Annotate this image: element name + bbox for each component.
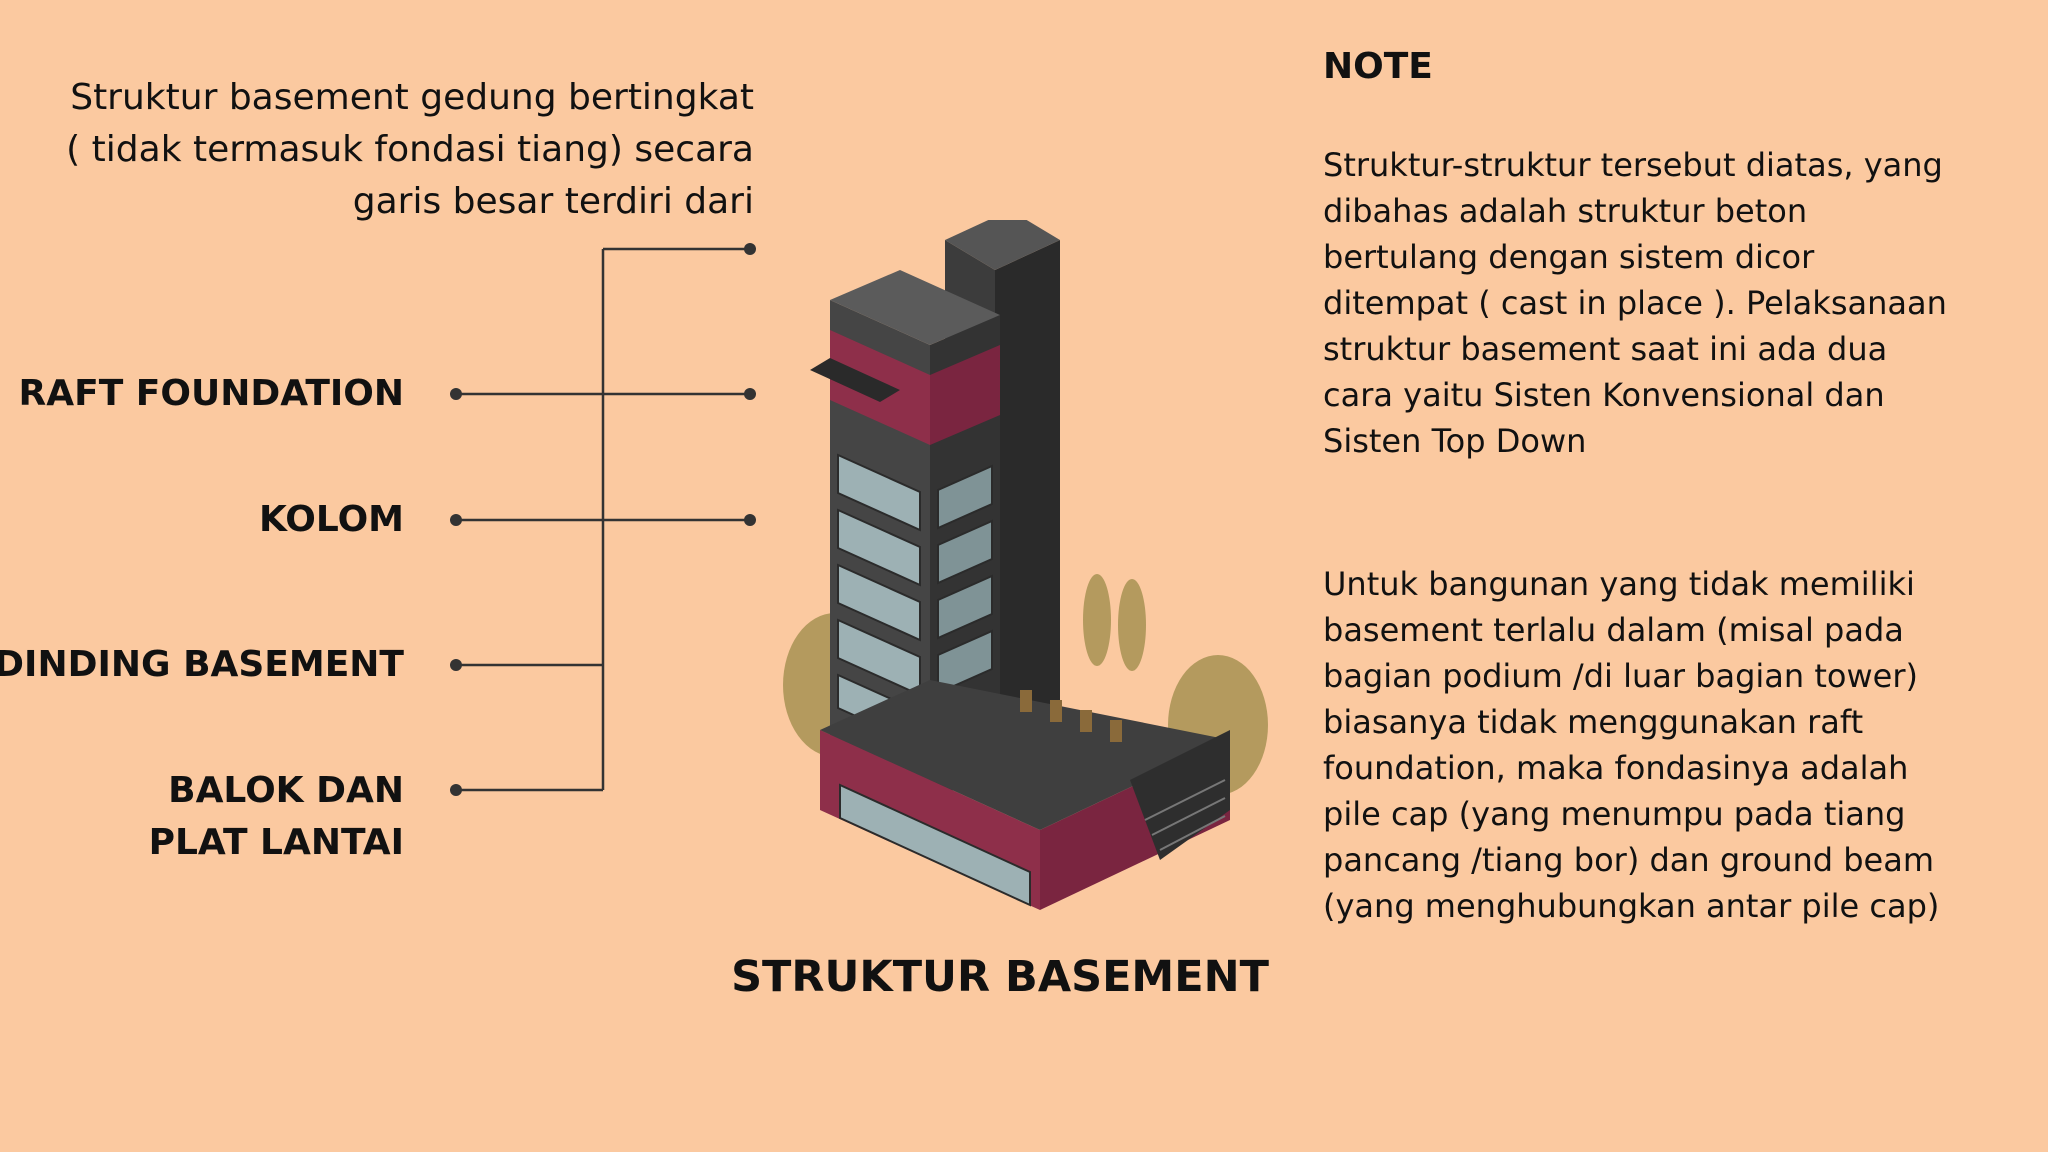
tree-back-2 [1118,579,1146,671]
dot-kolom-right [744,514,756,526]
dot-balok-left [450,784,462,796]
dot-raft-left [450,388,462,400]
tower-roof [830,270,1000,345]
dot-dinding-left [450,659,462,671]
note-paragraph-1: Struktur-struktur tersebut diatas, yang … [1323,146,1947,460]
label-dinding-basement: DINDING BASEMENT [0,644,404,685]
core-tower-top [945,220,1060,270]
label-kolom: KOLOM [259,499,404,540]
note-title: NOTE [1323,46,1433,87]
dot-kolom-left [450,514,462,526]
label-balok-line1: BALOK DAN [168,770,404,811]
core-tower-side [995,240,1060,760]
diagram-caption: STRUKTUR BASEMENT [731,952,1269,1002]
tower-awning [810,358,900,402]
tree-back-1 [1083,574,1111,666]
label-raft-foundation: RAFT FOUNDATION [18,373,404,414]
note-paragraph-2: Untuk bangunan yang tidak memiliki basem… [1323,565,1940,925]
dot-raft-right [744,388,756,400]
tower-red-side [930,345,1000,445]
building-illustration [783,220,1268,910]
podium-roof [820,680,1230,830]
label-balok-line2: PLAT LANTAI [148,822,404,863]
dot-top-right [744,243,756,255]
label-balok-dan-plat-lantai: BALOK DAN PLAT LANTAI [149,765,404,869]
intro-text: Struktur basement gedung bertingkat ( ti… [66,77,754,222]
